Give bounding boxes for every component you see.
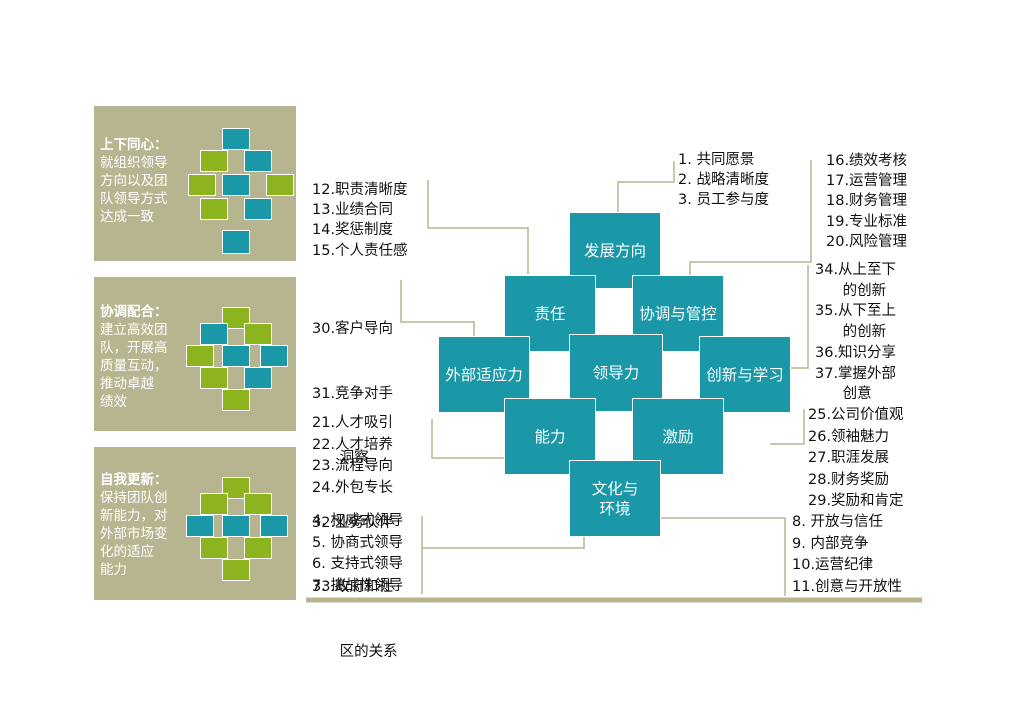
list-item: 4. 权威式领导 bbox=[312, 513, 403, 529]
list-item: 23.流程导向 bbox=[312, 458, 394, 474]
list-item: 15.个人责任感 bbox=[312, 242, 408, 259]
list-item: 10.运营纪律 bbox=[792, 557, 874, 573]
list-item: 33.政府和社 bbox=[312, 579, 394, 595]
panel-line: 化的适应 bbox=[100, 544, 154, 560]
list-external: 30.客户导向 31.竞争对手 洞察 32.业务伙伴 33.政府和社 区的关系 bbox=[312, 276, 398, 685]
list-item: 19.专业标准 bbox=[826, 213, 908, 230]
panel-line: 能力 bbox=[100, 562, 127, 578]
panel-coordination-text: 协调配合： 建立高效团 队，开展高 质量互动， 推动卓越 绩效 bbox=[100, 303, 182, 411]
list-item: 35.从下至上 bbox=[815, 303, 897, 320]
list-item: 30.客户导向 bbox=[312, 321, 394, 337]
list-item: 洞察 bbox=[312, 450, 369, 466]
box-capability: 能力 bbox=[504, 398, 596, 475]
box-culture-line1: 文化与 bbox=[591, 479, 639, 498]
list-item: 36.知识分享 bbox=[815, 344, 897, 361]
list-item: 6. 支持式领导 bbox=[312, 556, 403, 572]
list-item: 1. 共同愿景 bbox=[678, 152, 755, 168]
list-item: 32.业务伙伴 bbox=[312, 514, 394, 531]
mini-diagram-coordination bbox=[186, 307, 288, 411]
list-responsibility: 12.职责清晰度 13.业绩合同 14.奖惩制度 15.个人责任感 bbox=[312, 180, 408, 261]
panel-line: 队，开展高 bbox=[100, 340, 168, 356]
panel-title: 自我更新： bbox=[100, 472, 168, 488]
list-item: 22.人才培养 bbox=[312, 436, 394, 453]
box-external: 外部适应力 bbox=[438, 336, 530, 413]
mini-diagram-renewal bbox=[186, 477, 288, 581]
list-item: 区的关系 bbox=[312, 643, 398, 660]
panel-alignment-text: 上下同心： 就组织领导 方向以及团 队领导方式 达成一致 bbox=[100, 136, 182, 226]
panel-line: 保持团队创 bbox=[100, 490, 168, 506]
list-item: 14.奖惩制度 bbox=[312, 222, 394, 239]
panel-renewal-text: 自我更新： 保持团队创 新能力，对 外部市场变 化的适应 能力 bbox=[100, 471, 182, 579]
list-item: 21.人才吸引 bbox=[312, 415, 394, 431]
panel-line: 新能力，对 bbox=[100, 508, 168, 524]
list-item: 25.公司价值观 bbox=[808, 407, 904, 423]
list-item: 2. 战略清晰度 bbox=[678, 172, 769, 189]
list-item: 34.从上至下 bbox=[815, 262, 897, 278]
panel-alignment: 上下同心： 就组织领导 方向以及团 队领导方式 达成一致 bbox=[94, 106, 296, 261]
list-item: 8. 开放与信任 bbox=[792, 514, 883, 530]
list-item: 17.运营管理 bbox=[826, 173, 908, 190]
list-item: 28.财务奖励 bbox=[808, 471, 890, 488]
panel-line: 方向以及团 bbox=[100, 173, 168, 189]
list-item: 的创新 bbox=[815, 324, 887, 341]
list-item: 26.领袖魅力 bbox=[808, 428, 890, 445]
list-item: 18.财务管理 bbox=[826, 193, 908, 210]
panel-line: 绩效 bbox=[100, 394, 127, 410]
list-item: 13.业绩合同 bbox=[312, 202, 394, 219]
list-culture: 8. 开放与信任 9. 内部竞争 10.运营纪律 11.创意与开放性 bbox=[792, 512, 902, 598]
panel-coordination: 协调配合： 建立高效团 队，开展高 质量互动， 推动卓越 绩效 bbox=[94, 277, 296, 431]
panel-line: 建立高效团 bbox=[100, 322, 168, 338]
list-item: 5. 协商式领导 bbox=[312, 534, 403, 551]
list-item: 29.奖励和肯定 bbox=[808, 493, 904, 509]
list-item: 16.绩效考核 bbox=[826, 153, 908, 169]
panel-line: 队领导方式 bbox=[100, 191, 168, 207]
list-item: 9. 内部竞争 bbox=[792, 535, 869, 552]
panel-line: 外部市场变 bbox=[100, 526, 168, 542]
box-culture: 文化与 环境 bbox=[569, 460, 661, 537]
box-coordination: 协调与管控 bbox=[632, 275, 724, 352]
panel-title: 上下同心： bbox=[100, 137, 168, 153]
panel-renewal: 自我更新： 保持团队创 新能力，对 外部市场变 化的适应 能力 bbox=[94, 447, 296, 600]
list-capability: 21.人才吸引 22.人才培养 23.流程导向 24.外包专长 bbox=[312, 413, 393, 499]
list-motivation: 25.公司价值观 26.领袖魅力 27.职涯发展 28.财务奖励 29.奖励和肯… bbox=[808, 405, 904, 513]
list-item: 创意 bbox=[815, 386, 872, 403]
list-item: 的创新 bbox=[815, 282, 887, 299]
list-item: 31.竞争对手 bbox=[312, 385, 394, 402]
panel-line: 达成一致 bbox=[100, 209, 154, 225]
box-innovation: 创新与学习 bbox=[699, 336, 791, 413]
list-item: 3. 员工参与度 bbox=[678, 192, 769, 209]
list-innovation: 34.从上至下 的创新 35.从下至上 的创新 36.知识分享 37.掌握外部 … bbox=[815, 260, 896, 405]
list-item: 24.外包专长 bbox=[312, 479, 394, 496]
mini-diagram-alignment bbox=[188, 128, 294, 254]
list-item: 20.风险管理 bbox=[826, 233, 908, 250]
box-culture-line2: 环境 bbox=[599, 499, 631, 518]
panel-line: 推动卓越 bbox=[100, 376, 154, 392]
panel-line: 质量互动， bbox=[100, 358, 168, 374]
panel-line: 就组织领导 bbox=[100, 155, 168, 171]
list-item: 7. 挑战性领导 bbox=[312, 577, 403, 594]
list-item: 12.职责清晰度 bbox=[312, 182, 408, 198]
list-leadership: 4. 权威式领导 5. 协商式领导 6. 支持式领导 7. 挑战性领导 bbox=[312, 511, 403, 597]
panel-title: 协调配合： bbox=[100, 304, 168, 320]
list-item: 11.创意与开放性 bbox=[792, 578, 903, 595]
list-item: 37.掌握外部 bbox=[815, 365, 897, 382]
list-direction: 1. 共同愿景 2. 战略清晰度 3. 员工参与度 bbox=[678, 150, 769, 211]
list-coordination: 16.绩效考核 17.运营管理 18.财务管理 19.专业标准 20.风险管理 bbox=[826, 151, 907, 252]
list-item: 27.职涯发展 bbox=[808, 450, 890, 466]
